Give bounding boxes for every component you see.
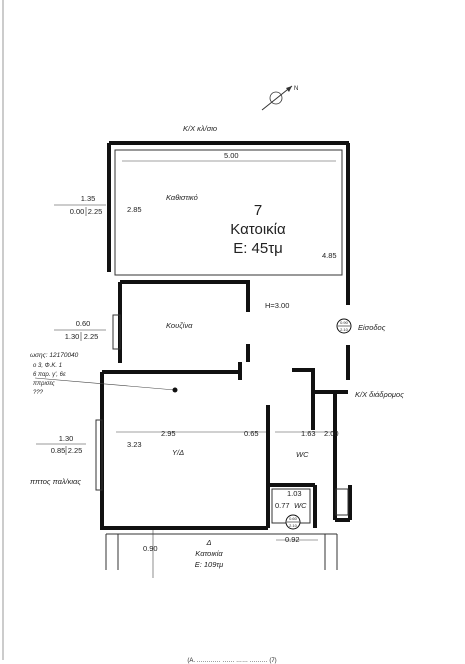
dim-wall: 0.65: [244, 429, 259, 438]
svg-text:0.60: 0.60: [289, 516, 298, 521]
svg-text:2.25: 2.25: [84, 332, 99, 341]
window-tag-3: 1.30 0.85 2.25: [36, 434, 86, 455]
svg-text:ωσης: 12170040: ωσης: 12170040: [30, 352, 79, 359]
dim-wc2-w: 1.03: [287, 489, 302, 498]
svg-text:1.35: 1.35: [81, 194, 96, 203]
wall-outlines: [95, 149, 349, 570]
svg-text:???: ???: [33, 390, 44, 396]
svg-text:1.30: 1.30: [65, 332, 80, 341]
room-bedroom: Υ/Δ: [172, 448, 184, 457]
walls: [100, 141, 352, 530]
room-wc1: WC: [296, 450, 309, 459]
dim-wc-height: 2.00: [324, 429, 339, 438]
wc-door-tag: 0.60 2.10: [285, 514, 301, 530]
north-arrow-icon: N: [261, 85, 298, 111]
room-kitchen: Κουζίνα: [166, 321, 193, 330]
svg-text:2.10: 2.10: [289, 523, 298, 528]
svg-text:6 παρ. γ', 6ε: 6 παρ. γ', 6ε: [33, 372, 66, 378]
height-label: Η=3.00: [265, 301, 289, 310]
room-living: Καθιστικό: [166, 193, 198, 202]
svg-text:2.25: 2.25: [68, 446, 83, 455]
unit-number: 7: [254, 202, 262, 219]
dim-wc-width: 1.63: [301, 429, 316, 438]
neighbor-area: Ε: 109τμ: [195, 560, 224, 569]
annotation-block: ωσης: 12170040 ο 3, Φ.Κ. 1 6 παρ. γ', 6ε…: [30, 352, 79, 396]
svg-text:2.25: 2.25: [88, 207, 103, 216]
dim-bed-height: 3.23: [127, 440, 142, 449]
window-tag-2: 0.60 1.30 2.25: [54, 319, 106, 341]
svg-text:ππρισες: ππρισες: [33, 381, 55, 387]
footer-text: (Α. ………… …… …… ……… (7): [187, 658, 276, 664]
svg-text:0.60: 0.60: [76, 319, 91, 328]
dim-bed-width: 2.95: [161, 429, 176, 438]
room-wc2: WC: [294, 501, 307, 510]
svg-text:2.10: 2.10: [340, 327, 349, 332]
svg-text:N: N: [294, 86, 298, 92]
location-dot: [172, 387, 178, 393]
svg-text:0.90: 0.90: [340, 320, 349, 325]
dim-right-height: 4.85: [322, 251, 337, 260]
svg-text:1.30: 1.30: [59, 434, 74, 443]
neighbor-label: Δ: [205, 538, 211, 547]
dim-top-width: 5.00: [224, 151, 239, 160]
dim-wc2-h: 0.77: [275, 501, 290, 510]
unit-title: Κατοικία: [230, 221, 286, 238]
svg-text:0.85: 0.85: [51, 446, 66, 455]
left-label: ππτος παλ/κιας: [30, 477, 81, 486]
room-entrance: Είσοδος: [358, 323, 386, 332]
window-tag-1: 1.35 0.00 2.25: [54, 194, 106, 216]
dim-left-height: 2.85: [127, 205, 142, 214]
dim-bottom-left: 0.90: [143, 544, 158, 553]
svg-text:ο 3, Φ.Κ. 1: ο 3, Φ.Κ. 1: [33, 363, 62, 369]
dim-wc2-bottom: 0.92: [285, 535, 300, 544]
dimension-lines: [34, 160, 336, 578]
entrance-door-tag: 0.90 2.10: [336, 318, 352, 334]
room-corridor: Κ/Χ διάδρομος: [355, 390, 404, 399]
unit-area: Ε: 45τμ: [233, 240, 283, 257]
neighbor-title: Κατοικία: [195, 549, 223, 558]
svg-text:0.00: 0.00: [70, 207, 85, 216]
top-corridor-label: Κ/Χ κλ/σιο: [183, 124, 217, 133]
